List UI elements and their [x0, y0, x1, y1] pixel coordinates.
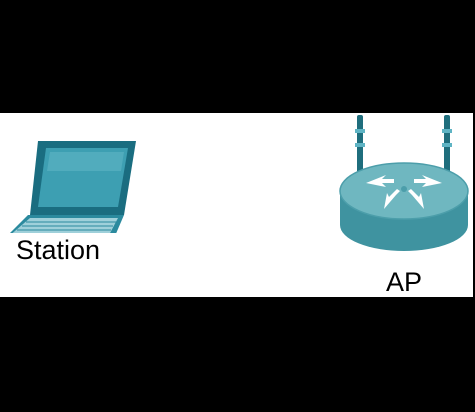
diagram-area: Station — [0, 113, 473, 297]
laptop-icon — [0, 133, 140, 233]
laptop-icon-graphic — [10, 141, 136, 233]
ap-label: AP — [386, 267, 423, 297]
station-label: Station — [16, 235, 101, 265]
wireless-router-icon-graphic — [339, 115, 469, 251]
wireless-router-icon — [336, 113, 472, 253]
